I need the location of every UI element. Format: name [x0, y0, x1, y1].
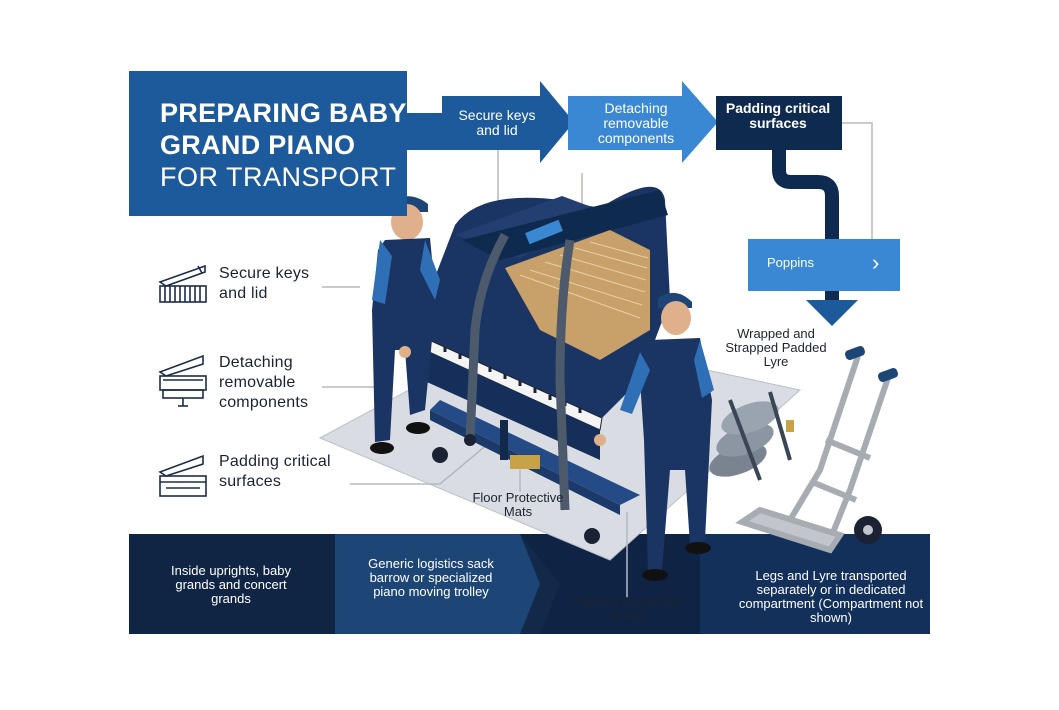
bottom-band — [129, 534, 930, 634]
chevron-right-icon: › — [872, 250, 880, 275]
hand-truck — [735, 355, 891, 554]
list-item-detaching-components: Detaching removable components — [219, 354, 309, 411]
title-line-3: FOR TRANSPORT — [160, 162, 397, 192]
title-box: PREPARING BABY GRAND PIANO FOR TRANSPORT — [129, 71, 407, 216]
list-icons — [158, 264, 207, 497]
keys-lid-icon — [157, 262, 209, 308]
step-padding-surfaces: Padding critical surfaces — [725, 100, 831, 131]
step-detaching-components: Detaching removable components — [597, 100, 675, 146]
grand-piano — [415, 186, 670, 544]
wrapped-lyre — [709, 391, 794, 481]
band-uprights: Inside uprights, baby grands and concert… — [171, 563, 291, 606]
step-secure-keys: Secure keys and lid — [458, 107, 536, 138]
padding-icon — [157, 452, 209, 498]
mover-right — [594, 292, 714, 581]
process-arrows — [407, 81, 858, 326]
list-item-secure-keys: Secure keys and lid — [219, 265, 310, 302]
title-line-2: GRAND PIANO — [160, 130, 356, 160]
popup-label: Poppins — [767, 255, 814, 270]
callout-lyre: Wrapped and Strapped Padded Lyre — [725, 326, 827, 369]
callout-skid-board: Padded Piano Skid Board — [572, 594, 684, 623]
popup-button[interactable]: Poppins › — [748, 239, 900, 291]
title-line-1: PREPARING BABY — [160, 98, 407, 128]
list-item-padding-surfaces: Padding critical surfaces — [219, 453, 331, 490]
band-legs-lyre: Legs and Lyre transported separately or … — [738, 568, 924, 625]
band-trolley: Generic logistics sack barrow or special… — [368, 556, 494, 599]
mover-left — [370, 196, 440, 454]
removable-components-icon — [157, 352, 209, 398]
callout-floor-mats: Floor Protective Mats — [472, 490, 564, 519]
